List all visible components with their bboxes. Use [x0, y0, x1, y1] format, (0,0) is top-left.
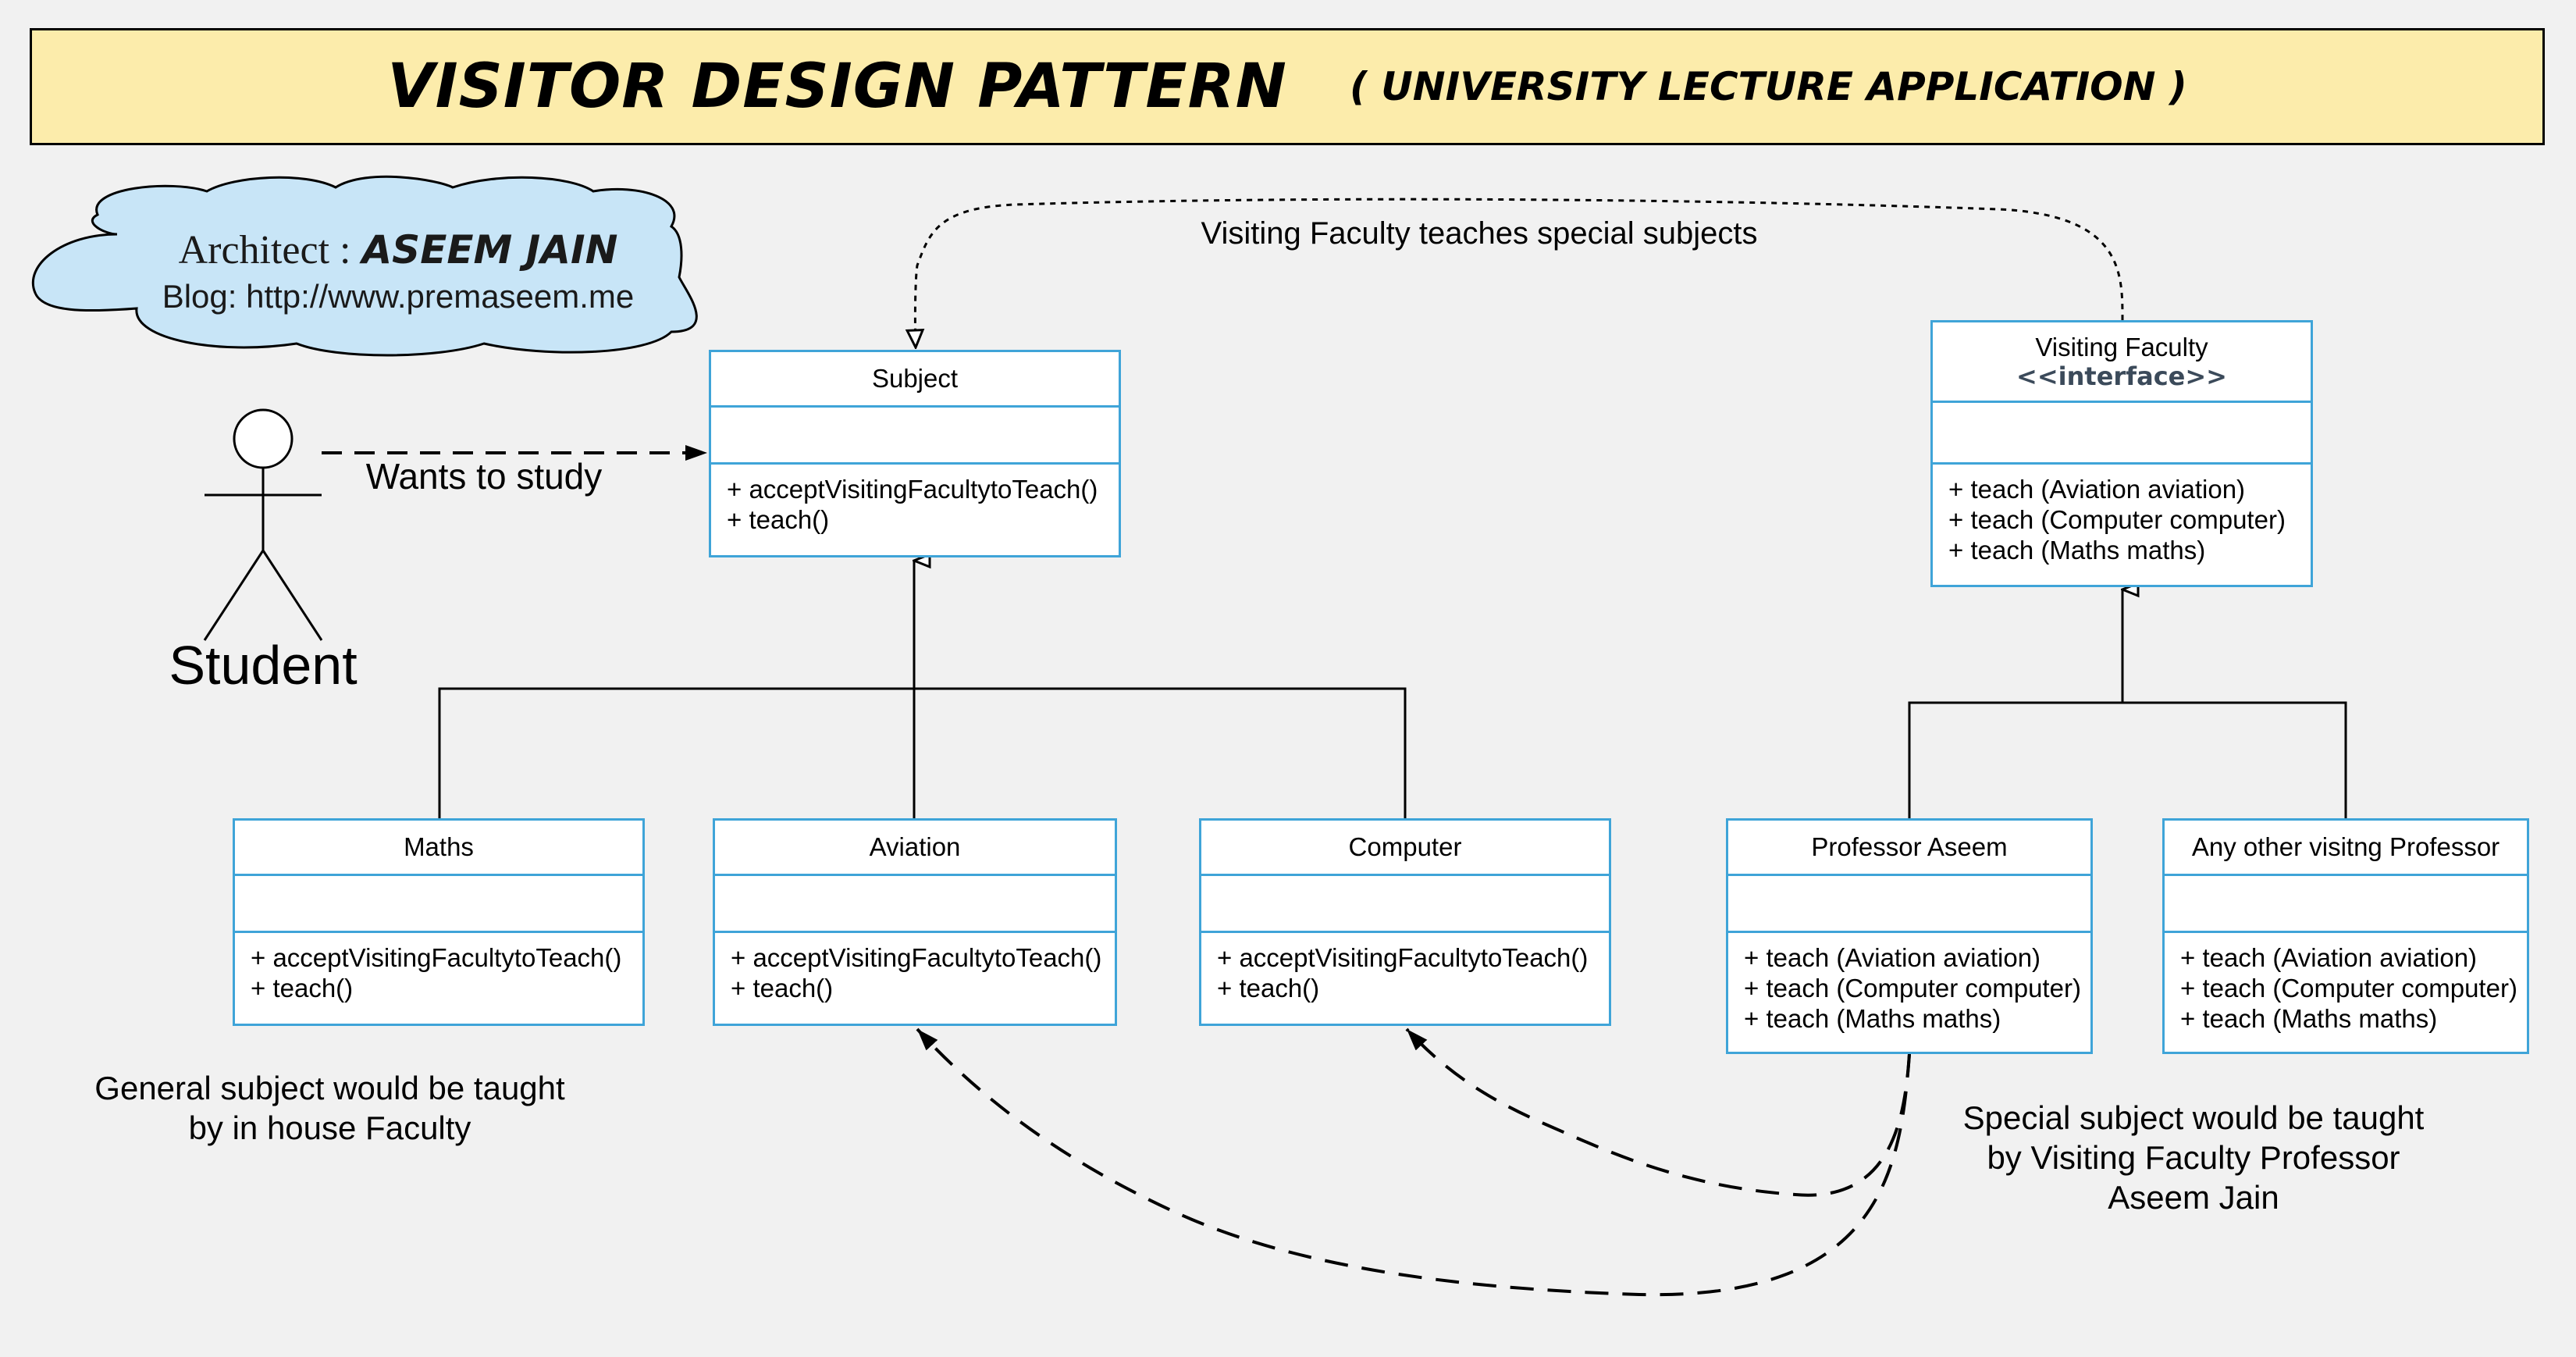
student-actor-figure	[203, 408, 323, 641]
class-name: Subject	[711, 352, 1119, 408]
blog-link: Blog: http://www.premaseem.me	[162, 278, 635, 315]
class-attributes	[235, 876, 642, 933]
class-name: Aviation	[715, 821, 1115, 876]
class-name: Professor Aseem	[1728, 821, 2090, 876]
class-visiting-faculty: Visiting Faculty <<interface>> + teach (…	[1930, 320, 2313, 587]
architect-name: ASEEM JAIN	[361, 227, 618, 272]
note-general-subjects: General subject would be taught by in ho…	[78, 1068, 582, 1148]
class-operations: + teach (Aviation aviation) + teach (Com…	[1728, 933, 2090, 1034]
note-line: General subject would be taught	[94, 1070, 565, 1106]
class-aviation: Aviation + acceptVisitingFacultytoTeach(…	[713, 818, 1117, 1026]
professor-aviation-link	[916, 1028, 1911, 1297]
class-operations: + teach (Aviation aviation) + teach (Com…	[2165, 933, 2527, 1034]
class-name: Visiting Faculty	[2035, 332, 2208, 362]
class-operations: + acceptVisitingFacultytoTeach() + teach…	[715, 933, 1115, 1003]
operation: + acceptVisitingFacultytoTeach()	[731, 943, 1102, 972]
note-line: by Visiting Faculty Professor	[1987, 1139, 2400, 1176]
operation: + teach()	[727, 505, 830, 534]
diagram-subtitle: ( UNIVERSITY LECTURE APPLICATION )	[1349, 64, 2187, 109]
operation: + teach (Aviation aviation)	[1744, 943, 2041, 972]
class-name-block: Visiting Faculty <<interface>>	[1933, 322, 2311, 403]
class-attributes	[1201, 876, 1609, 933]
interface-stereotype: <<interface>>	[2016, 361, 2227, 391]
class-other-professor: Any other visitng Professor + teach (Avi…	[2162, 818, 2529, 1054]
subject-inheritance-lines	[438, 561, 1407, 818]
dependency-label: Visiting Faculty teaches special subject…	[1201, 216, 1758, 251]
faculty-inheritance-lines	[1908, 589, 2347, 818]
faculty-subject-dependency	[915, 198, 2124, 347]
operation: + acceptVisitingFacultytoTeach()	[251, 943, 622, 972]
note-line: Special subject would be taught	[1962, 1099, 2425, 1136]
architect-label: Architect :	[178, 228, 351, 272]
class-operations: + acceptVisitingFacultytoTeach() + teach…	[1201, 933, 1609, 1003]
operation: + acceptVisitingFacultytoTeach()	[1217, 943, 1589, 972]
class-attributes	[1933, 403, 2311, 465]
title-banner: VISITOR DESIGN PATTERN ( UNIVERSITY LECT…	[30, 28, 2545, 145]
wants-to-study-label: Wants to study	[365, 456, 603, 497]
operation: + teach (Computer computer)	[1948, 505, 2286, 534]
diagram-title: VISITOR DESIGN PATTERN	[387, 52, 1287, 122]
note-special-subjects: Special subject would be taught by Visit…	[1944, 1098, 2443, 1217]
class-name: Any other visitng Professor	[2165, 821, 2527, 876]
class-attributes	[715, 876, 1115, 933]
class-operations: + teach (Aviation aviation) + teach (Com…	[1933, 465, 2311, 565]
professor-computer-link	[1405, 1028, 1911, 1197]
operation: + teach (Maths maths)	[1744, 1004, 2001, 1033]
operation: + teach (Computer computer)	[2180, 974, 2517, 1003]
class-attributes	[711, 408, 1119, 465]
class-attributes	[2165, 876, 2527, 933]
class-subject: Subject + acceptVisitingFacultytoTeach()…	[709, 350, 1121, 557]
student-label: Student	[169, 635, 358, 696]
operation: + teach (Aviation aviation)	[1948, 475, 2246, 504]
operation: + teach (Aviation aviation)	[2180, 943, 2478, 972]
note-line: by in house Faculty	[188, 1109, 471, 1146]
operation: + teach (Maths maths)	[2180, 1004, 2438, 1033]
architect-credit: Architect :ASEEM JAIN	[31, 226, 765, 273]
class-operations: + acceptVisitingFacultytoTeach() + teach…	[235, 933, 642, 1003]
class-computer: Computer + acceptVisitingFacultytoTeach(…	[1199, 818, 1611, 1026]
operation: + teach()	[731, 974, 834, 1003]
architect-cloud	[31, 175, 698, 357]
operation: + acceptVisitingFacultytoTeach()	[727, 475, 1098, 504]
operation: + teach (Computer computer)	[1744, 974, 2081, 1003]
class-professor-aseem: Professor Aseem + teach (Aviation aviati…	[1726, 818, 2093, 1054]
operation: + teach()	[1217, 974, 1320, 1003]
class-name: Maths	[235, 821, 642, 876]
operation: + teach (Maths maths)	[1948, 536, 2206, 565]
class-operations: + acceptVisitingFacultytoTeach() + teach…	[711, 465, 1119, 535]
class-attributes	[1728, 876, 2090, 933]
operation: + teach()	[251, 974, 354, 1003]
note-line: Aseem Jain	[2108, 1179, 2279, 1216]
class-name: Computer	[1201, 821, 1609, 876]
class-maths: Maths + acceptVisitingFacultytoTeach() +…	[233, 818, 645, 1026]
